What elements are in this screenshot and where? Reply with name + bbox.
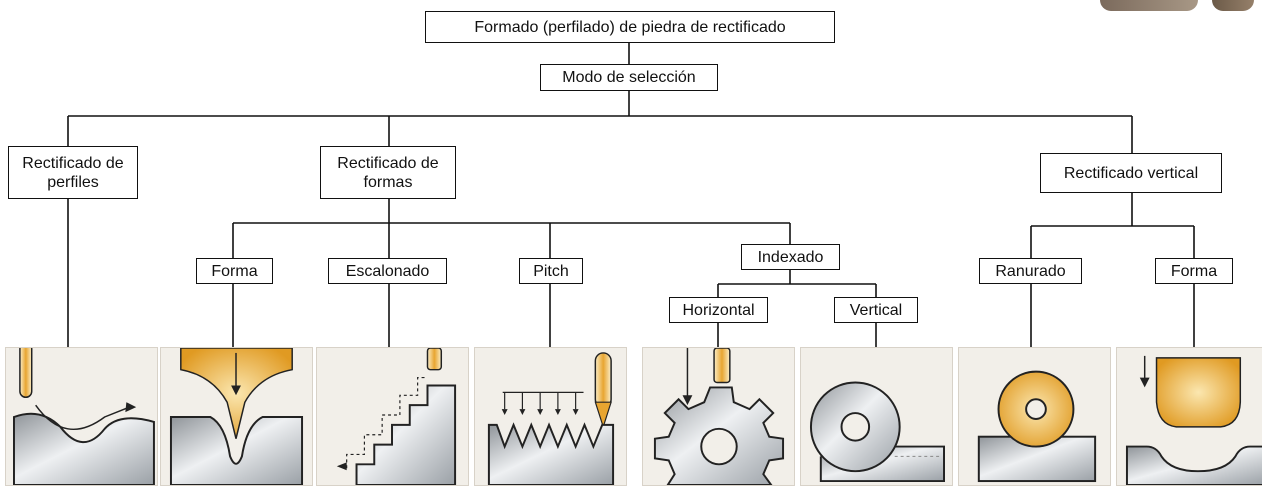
category-vertical-box: Rectificado vertical: [1040, 153, 1222, 193]
pitch-box: Pitch: [519, 258, 583, 284]
illustration-ranurado: [958, 347, 1111, 486]
category-profile-line1: Rectificado de: [22, 154, 124, 172]
illustration-vertical-forma: [1116, 347, 1262, 486]
indexado-vertical-box: Vertical: [834, 297, 918, 323]
vertical-forma-box: Forma: [1155, 258, 1233, 284]
title-box: Formado (perfilado) de piedra de rectifi…: [425, 11, 835, 43]
category-profile-box: Rectificado de perfiles: [8, 146, 138, 199]
ranurado-box: Ranurado: [979, 258, 1082, 284]
illustration-vertical-indexing: [800, 347, 953, 486]
category-forms-line2: formas: [363, 173, 413, 191]
photo-thumbnail-2[interactable]: [1212, 0, 1254, 11]
escalonado-box: Escalonado: [328, 258, 447, 284]
photo-thumbnail-1[interactable]: [1100, 0, 1198, 11]
horizontal-box: Horizontal: [669, 297, 768, 323]
mode-box: Modo de selección: [540, 64, 718, 91]
category-forms-line1: Rectificado de: [337, 154, 439, 172]
category-forms-box: Rectificado de formas: [320, 146, 456, 199]
category-profile-line2: perfiles: [47, 173, 99, 191]
illustration-pitch: [474, 347, 627, 486]
indexado-box: Indexado: [741, 244, 840, 270]
illustration-forma: [160, 347, 313, 486]
illustration-escalonado: [316, 347, 469, 486]
illustration-horizontal-indexing: [642, 347, 795, 486]
illustration-profile-grinding: [5, 347, 158, 486]
forma-box: Forma: [196, 258, 273, 284]
